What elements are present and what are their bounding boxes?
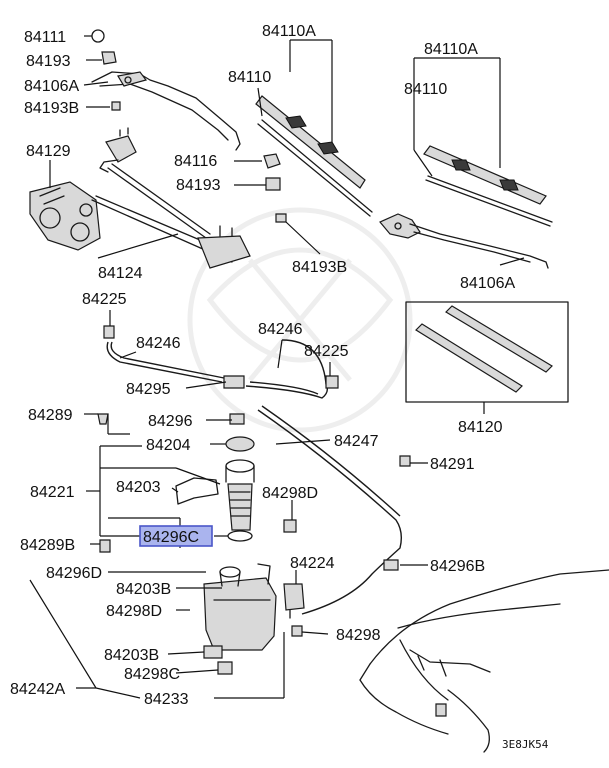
wiper-linkage-drawing [91, 127, 251, 269]
label-84111: 84111 [24, 29, 66, 46]
label-84246-b: 84246 [258, 321, 303, 338]
label-84110a-center: 84110A [262, 23, 316, 40]
label-84193b-left: 84193B [24, 100, 79, 117]
label-84296b: 84296B [430, 558, 485, 575]
label-84296c[interactable]: 84296C [143, 529, 199, 546]
label-84116: 84116 [174, 153, 217, 170]
label-84289: 84289 [28, 407, 73, 424]
part-labels: 84111 84193 84106A 84193B 84110A 84110 8… [10, 23, 549, 751]
label-84204: 84204 [146, 437, 191, 454]
highlight-84296c [139, 525, 213, 547]
label-84203b-top: 84203B [116, 581, 171, 598]
washer-hoses [106, 339, 403, 615]
label-84203b-bottom: 84203B [104, 647, 159, 664]
small-fittings-middle [97, 325, 411, 571]
label-84298d-right: 84298D [262, 485, 318, 502]
label-84106a-right: 84106A [460, 275, 515, 292]
label-84193-b: 84193 [176, 177, 221, 194]
label-84291: 84291 [430, 456, 475, 473]
label-84298c: 84298C [124, 666, 180, 683]
diagram-reference-code: 3E8JK54 [502, 738, 549, 751]
label-84221: 84221 [30, 484, 75, 501]
label-84289b: 84289B [20, 537, 75, 554]
label-84295: 84295 [126, 381, 171, 398]
filler-neck-drawing [225, 436, 255, 542]
watermark-emblem [187, 207, 413, 433]
wiper-arm-right-drawing [379, 213, 549, 269]
wiper-motor-drawing [29, 181, 101, 251]
blade-refill-box [405, 301, 569, 403]
washer-pump-drawing [283, 583, 305, 637]
label-84224: 84224 [290, 555, 335, 572]
label-84296: 84296 [148, 413, 193, 430]
small-hardware-top [91, 29, 287, 223]
wiper-blade-right-drawing [423, 145, 553, 227]
label-84110-center: 84110 [228, 69, 271, 86]
label-84225-a: 84225 [82, 291, 127, 308]
label-84203: 84203 [116, 479, 161, 496]
bracket-84203-drawing [175, 477, 219, 505]
wiper-arm-left-drawing [91, 71, 241, 151]
washer-reservoir-drawing [203, 563, 277, 675]
car-outline-drawing [359, 569, 609, 753]
label-84298: 84298 [336, 627, 381, 644]
leader-lines [29, 35, 525, 699]
label-84110-right: 84110 [404, 81, 447, 98]
label-84193-a: 84193 [26, 53, 71, 70]
label-84298d-left: 84298D [106, 603, 162, 620]
label-84247: 84247 [334, 433, 379, 450]
label-84120: 84120 [458, 419, 503, 436]
label-84110a-right: 84110A [424, 41, 478, 58]
label-84193b-right: 84193B [292, 259, 347, 276]
label-84225-b: 84225 [304, 343, 349, 360]
label-84233: 84233 [144, 691, 189, 708]
label-84124: 84124 [98, 265, 143, 282]
label-84296d: 84296D [46, 565, 102, 582]
label-84246-a: 84246 [136, 335, 181, 352]
wiper-blade-center-drawing [255, 95, 373, 217]
label-84129: 84129 [26, 143, 71, 160]
label-84242a: 84242A [10, 681, 65, 698]
label-84106a-left: 84106A [24, 78, 79, 95]
